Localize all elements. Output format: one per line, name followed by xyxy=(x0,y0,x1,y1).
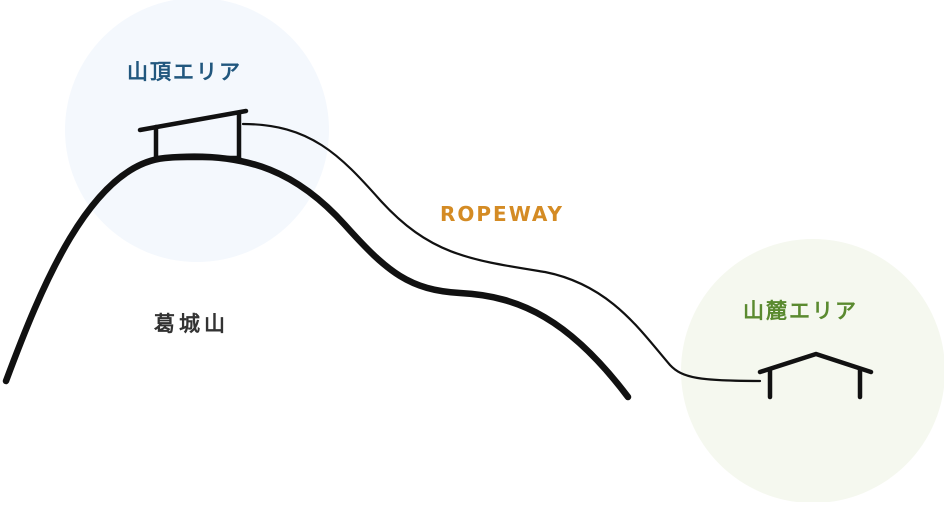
foot-station-icon xyxy=(757,351,874,400)
mountain-name-label: 葛城山 xyxy=(154,312,229,336)
summit-area-label: 山頂エリア xyxy=(127,60,242,84)
summit-station-icon xyxy=(137,108,249,161)
mountain-outline xyxy=(2,153,632,401)
foot-area-label: 山麓エリア xyxy=(743,299,858,323)
foot-area-circle xyxy=(681,239,944,503)
summit-area-circle xyxy=(65,0,329,262)
ropeway-label: ROPEWAY xyxy=(440,202,564,226)
ropeway-cable xyxy=(241,122,762,383)
